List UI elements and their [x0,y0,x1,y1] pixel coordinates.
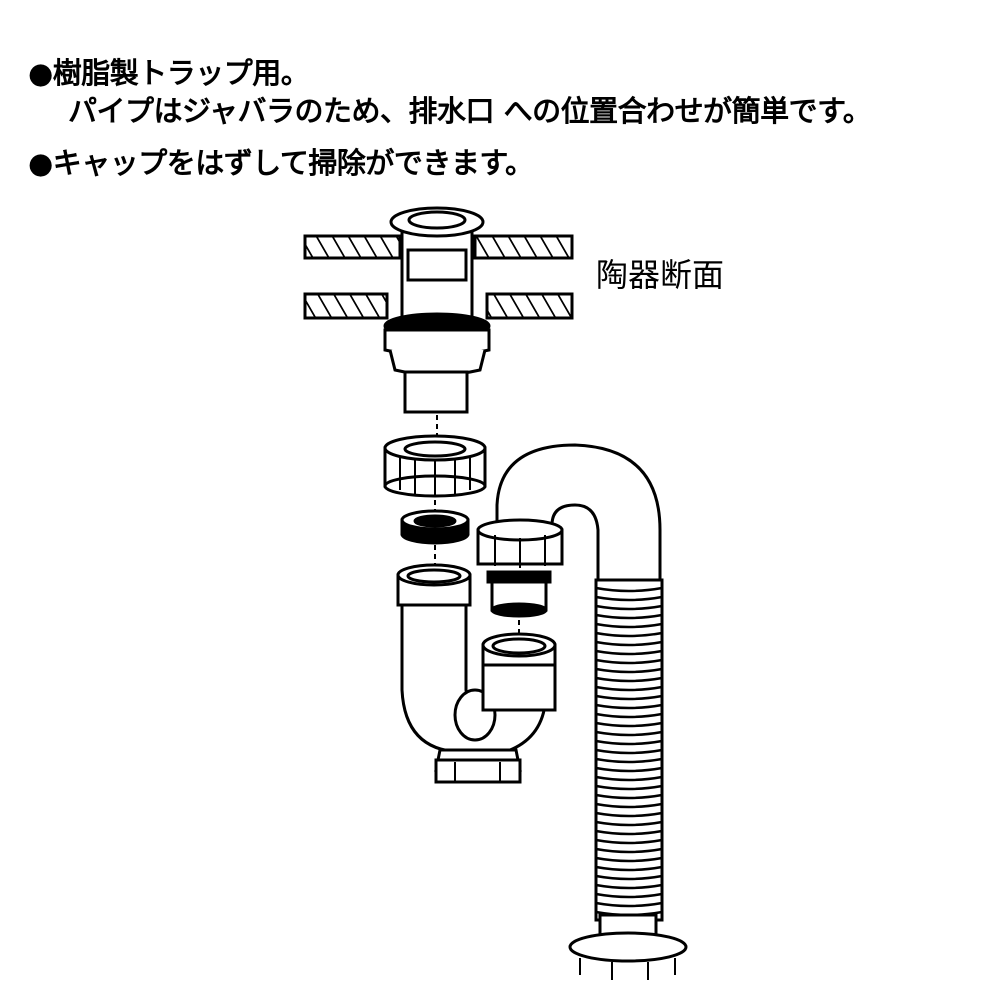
hose-rib [595,883,663,890]
hose-rib [595,721,663,728]
hose-rib [595,604,663,611]
flexible-hose [495,443,688,980]
hose-rib [595,631,663,638]
hose-rib [595,856,663,863]
hose-rib [595,640,663,647]
feature-line-1: ●樹脂製トラップ用。 [28,56,310,90]
hose-rib [595,703,663,710]
ceramic-section [303,234,574,320]
hose-nut [476,518,564,618]
hose-rib [595,649,663,656]
hose-rib [595,766,663,773]
coupling-nut [383,434,487,498]
hose-rib [595,712,663,719]
hose-rib [595,820,663,827]
hose-rib [595,829,663,836]
trap-cup [481,632,557,712]
rubber-gasket [400,509,470,545]
feature-line-2: パイプはジャバラのため、排水口 への位置合わせが簡単です。 [68,94,872,128]
hose-rib [595,784,663,791]
ceramic-section-label: 陶器断面 [596,256,725,294]
hose-rib [595,694,663,701]
hose-rib [595,901,663,908]
hose-rib [595,622,663,629]
drain-outlet [383,206,491,414]
hose-rib [595,838,663,845]
hose-rib [595,793,663,800]
hose-rib [595,658,663,665]
hose-rib [595,685,663,692]
hose-rib [595,811,663,818]
hose-rib [595,892,663,899]
hose-rib [595,874,663,881]
hose-rib [595,748,663,755]
feature-line-3: ●キャップをはずして掃除ができます。 [28,146,534,180]
hose-rib [595,676,663,683]
hose-rib [595,757,663,764]
hose-rib [595,667,663,674]
hose-rib [595,586,663,593]
hose-rib [595,730,663,737]
hose-rib [595,739,663,746]
hose-rib [595,613,663,620]
hose-rib [595,847,663,854]
hose-rib [595,865,663,872]
hose-rib [595,595,663,602]
hose-rib [595,775,663,782]
hose-rib [595,802,663,809]
